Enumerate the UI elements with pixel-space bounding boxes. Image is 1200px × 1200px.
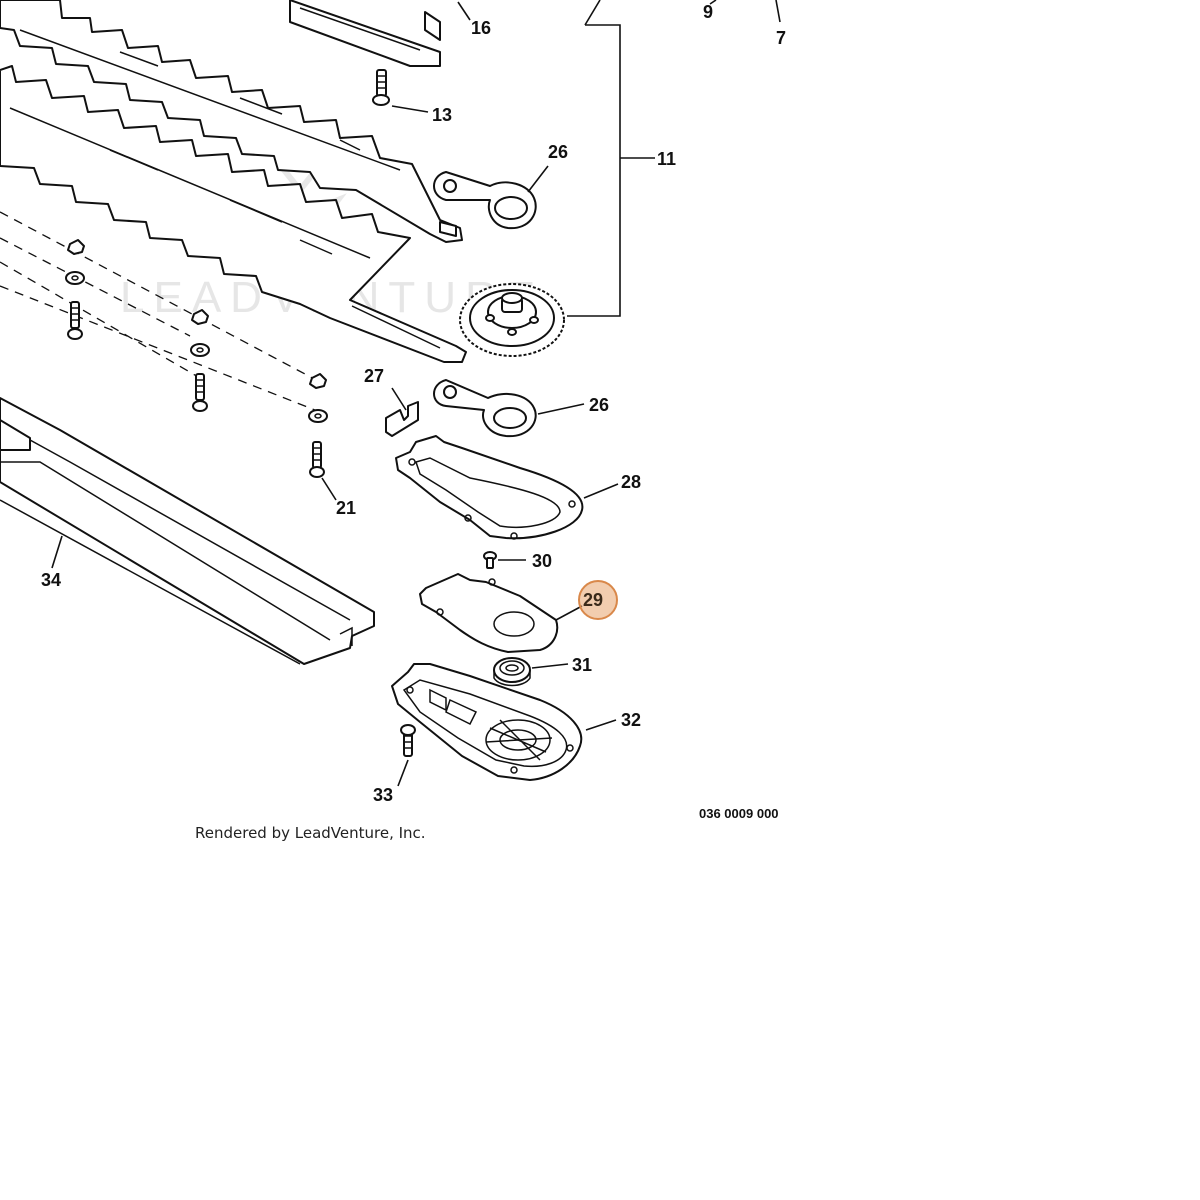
upper-cutter-blade[interactable] bbox=[0, 0, 463, 243]
group-bracket-11 bbox=[567, 0, 655, 317]
callout-labels: 16 9 7 13 26 11 27 26 28 21 30 29 34 31 … bbox=[41, 2, 786, 805]
callout-21[interactable]: 21 bbox=[336, 498, 356, 518]
callout-13[interactable]: 13 bbox=[432, 105, 452, 125]
assembly-guide-lines bbox=[0, 211, 321, 413]
highlight-marker-29 bbox=[578, 580, 618, 620]
bolt-middle[interactable] bbox=[192, 373, 208, 412]
part-26-upper-link[interactable] bbox=[433, 171, 537, 230]
drawing-code: 036 0009 000 bbox=[699, 806, 779, 821]
callout-7[interactable]: 7 bbox=[776, 28, 786, 48]
leader-lines bbox=[51, 0, 781, 787]
callout-11[interactable]: 11 bbox=[657, 149, 676, 169]
callout-9[interactable]: 9 bbox=[703, 2, 713, 22]
washer-upper-left[interactable] bbox=[65, 271, 85, 285]
part-32-gear-housing[interactable] bbox=[391, 663, 583, 781]
part-28-gasket[interactable] bbox=[395, 435, 584, 540]
render-credit: Rendered by LeadVenture, Inc. bbox=[195, 824, 426, 842]
callout-32[interactable]: 32 bbox=[621, 710, 641, 730]
part-34-blade-guard[interactable] bbox=[0, 397, 375, 665]
callout-26-lower[interactable]: 26 bbox=[589, 395, 609, 415]
callout-29[interactable]: 29 bbox=[583, 590, 603, 610]
callout-16[interactable]: 16 bbox=[471, 18, 491, 38]
callout-30[interactable]: 30 bbox=[532, 551, 552, 571]
bolt-upper-left[interactable] bbox=[67, 301, 83, 340]
washer-right[interactable] bbox=[308, 409, 328, 423]
callout-28[interactable]: 28 bbox=[621, 472, 641, 492]
part-26-lower-link[interactable] bbox=[433, 379, 537, 438]
part-27-slide[interactable] bbox=[385, 401, 419, 437]
nut-right[interactable] bbox=[309, 373, 327, 389]
part-31-bearing[interactable] bbox=[493, 657, 531, 687]
part-13-screw[interactable] bbox=[372, 69, 390, 106]
callout-31[interactable]: 31 bbox=[572, 655, 592, 675]
callout-33[interactable]: 33 bbox=[373, 785, 393, 805]
part-33-bolt[interactable] bbox=[400, 724, 416, 757]
washer-middle[interactable] bbox=[190, 343, 210, 357]
nut-upper-left[interactable] bbox=[67, 239, 85, 255]
part-21-bolt[interactable] bbox=[309, 441, 325, 478]
part-16-rail[interactable] bbox=[289, 0, 441, 67]
part-29-cover-plate[interactable] bbox=[419, 573, 559, 653]
part-30-screw[interactable] bbox=[483, 551, 497, 569]
callout-26-upper[interactable]: 26 bbox=[548, 142, 568, 162]
lower-cutter-blade[interactable] bbox=[0, 65, 467, 363]
callout-34[interactable]: 34 bbox=[41, 570, 61, 590]
callout-27[interactable]: 27 bbox=[364, 366, 384, 386]
part-11-gear[interactable] bbox=[459, 283, 565, 357]
nut-middle[interactable] bbox=[191, 309, 209, 325]
